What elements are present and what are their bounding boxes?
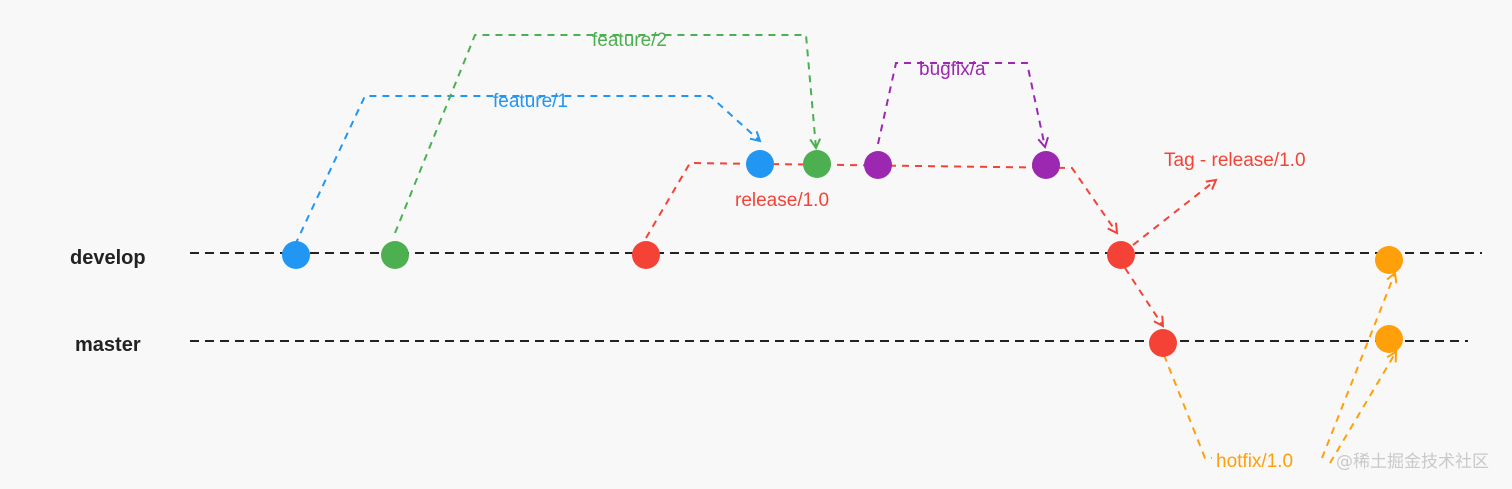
release-commit-bugfix-start (864, 151, 892, 179)
release-label: release/1.0 (735, 190, 829, 211)
release-to-master-arrow (1124, 267, 1163, 326)
hotfix-to-master-arrow (1329, 352, 1396, 464)
develop-commit-feature1 (282, 241, 310, 269)
feature2-path (394, 34, 816, 234)
hotfix-label: hotfix/1.0 (1216, 451, 1293, 472)
release-commit-bugfix-merge (1032, 151, 1060, 179)
release-commit-feature2-merge (803, 150, 831, 178)
hotfix-to-develop-arrow (1321, 273, 1395, 459)
develop-commit-release-merge (1107, 241, 1135, 269)
develop-label: develop (70, 247, 146, 269)
tag-label: Tag - release/1.0 (1164, 150, 1306, 171)
release-commit-feature1-merge (746, 150, 774, 178)
watermark: @稀土掘金技术社区 (1336, 452, 1489, 472)
bugfix-label: bugfix/a (919, 59, 986, 80)
feature2-label: feature/2 (592, 30, 667, 51)
master-label: master (75, 334, 141, 356)
feature1-path (294, 95, 760, 246)
develop-commit-release-start (632, 241, 660, 269)
develop-commit-hotfix (1375, 246, 1403, 274)
tag-arrow (1132, 180, 1216, 246)
develop-commit-feature2 (381, 241, 409, 269)
hotfix-path (1163, 354, 1212, 459)
bugfix-path (877, 62, 1045, 147)
master-commit-hotfix (1375, 325, 1403, 353)
master-commit-release (1149, 329, 1177, 357)
feature1-label: feature/1 (493, 91, 568, 112)
